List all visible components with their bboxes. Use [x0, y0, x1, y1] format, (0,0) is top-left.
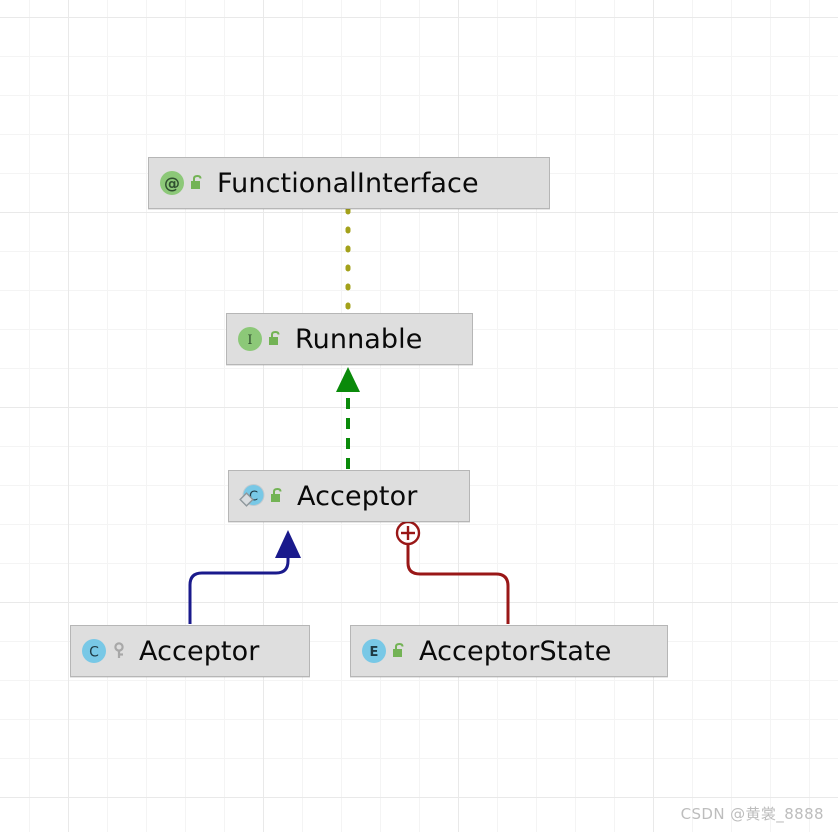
- node-acceptor-inner[interactable]: C Acceptor: [70, 625, 310, 677]
- svg-text:I: I: [247, 333, 252, 348]
- private-key-icon: [109, 641, 129, 661]
- annotation-at-icon: @: [159, 170, 185, 196]
- interface-icon: I: [237, 326, 263, 352]
- svg-text:C: C: [249, 490, 258, 505]
- node-label: FunctionalInterface: [217, 167, 479, 199]
- node-label: AcceptorState: [419, 635, 612, 667]
- public-unlocked-icon: [267, 486, 287, 506]
- watermark: CSDN @黄裳_8888: [680, 805, 824, 823]
- class-icon: C: [81, 638, 107, 664]
- node-functional-interface[interactable]: @ FunctionalInterface: [148, 157, 550, 209]
- implements-edge: [336, 367, 360, 469]
- public-unlocked-icon: [265, 329, 285, 349]
- node-label: Runnable: [295, 323, 423, 355]
- node-label: Acceptor: [139, 635, 260, 667]
- svg-text:@: @: [164, 174, 180, 193]
- node-acceptor-state[interactable]: E AcceptorState: [350, 625, 668, 677]
- svg-text:E: E: [370, 645, 379, 660]
- inner-class-edge: [188, 530, 301, 624]
- public-unlocked-icon: [389, 641, 409, 661]
- svg-text:C: C: [89, 645, 99, 661]
- enum-icon: E: [361, 638, 387, 664]
- public-unlocked-icon: [187, 173, 207, 193]
- node-label: Acceptor: [297, 480, 418, 512]
- nested-edge: [395, 520, 510, 624]
- node-runnable[interactable]: I Runnable: [226, 313, 473, 365]
- abstract-class-icon: C: [239, 483, 265, 509]
- node-acceptor-abstract[interactable]: C Acceptor: [228, 470, 470, 522]
